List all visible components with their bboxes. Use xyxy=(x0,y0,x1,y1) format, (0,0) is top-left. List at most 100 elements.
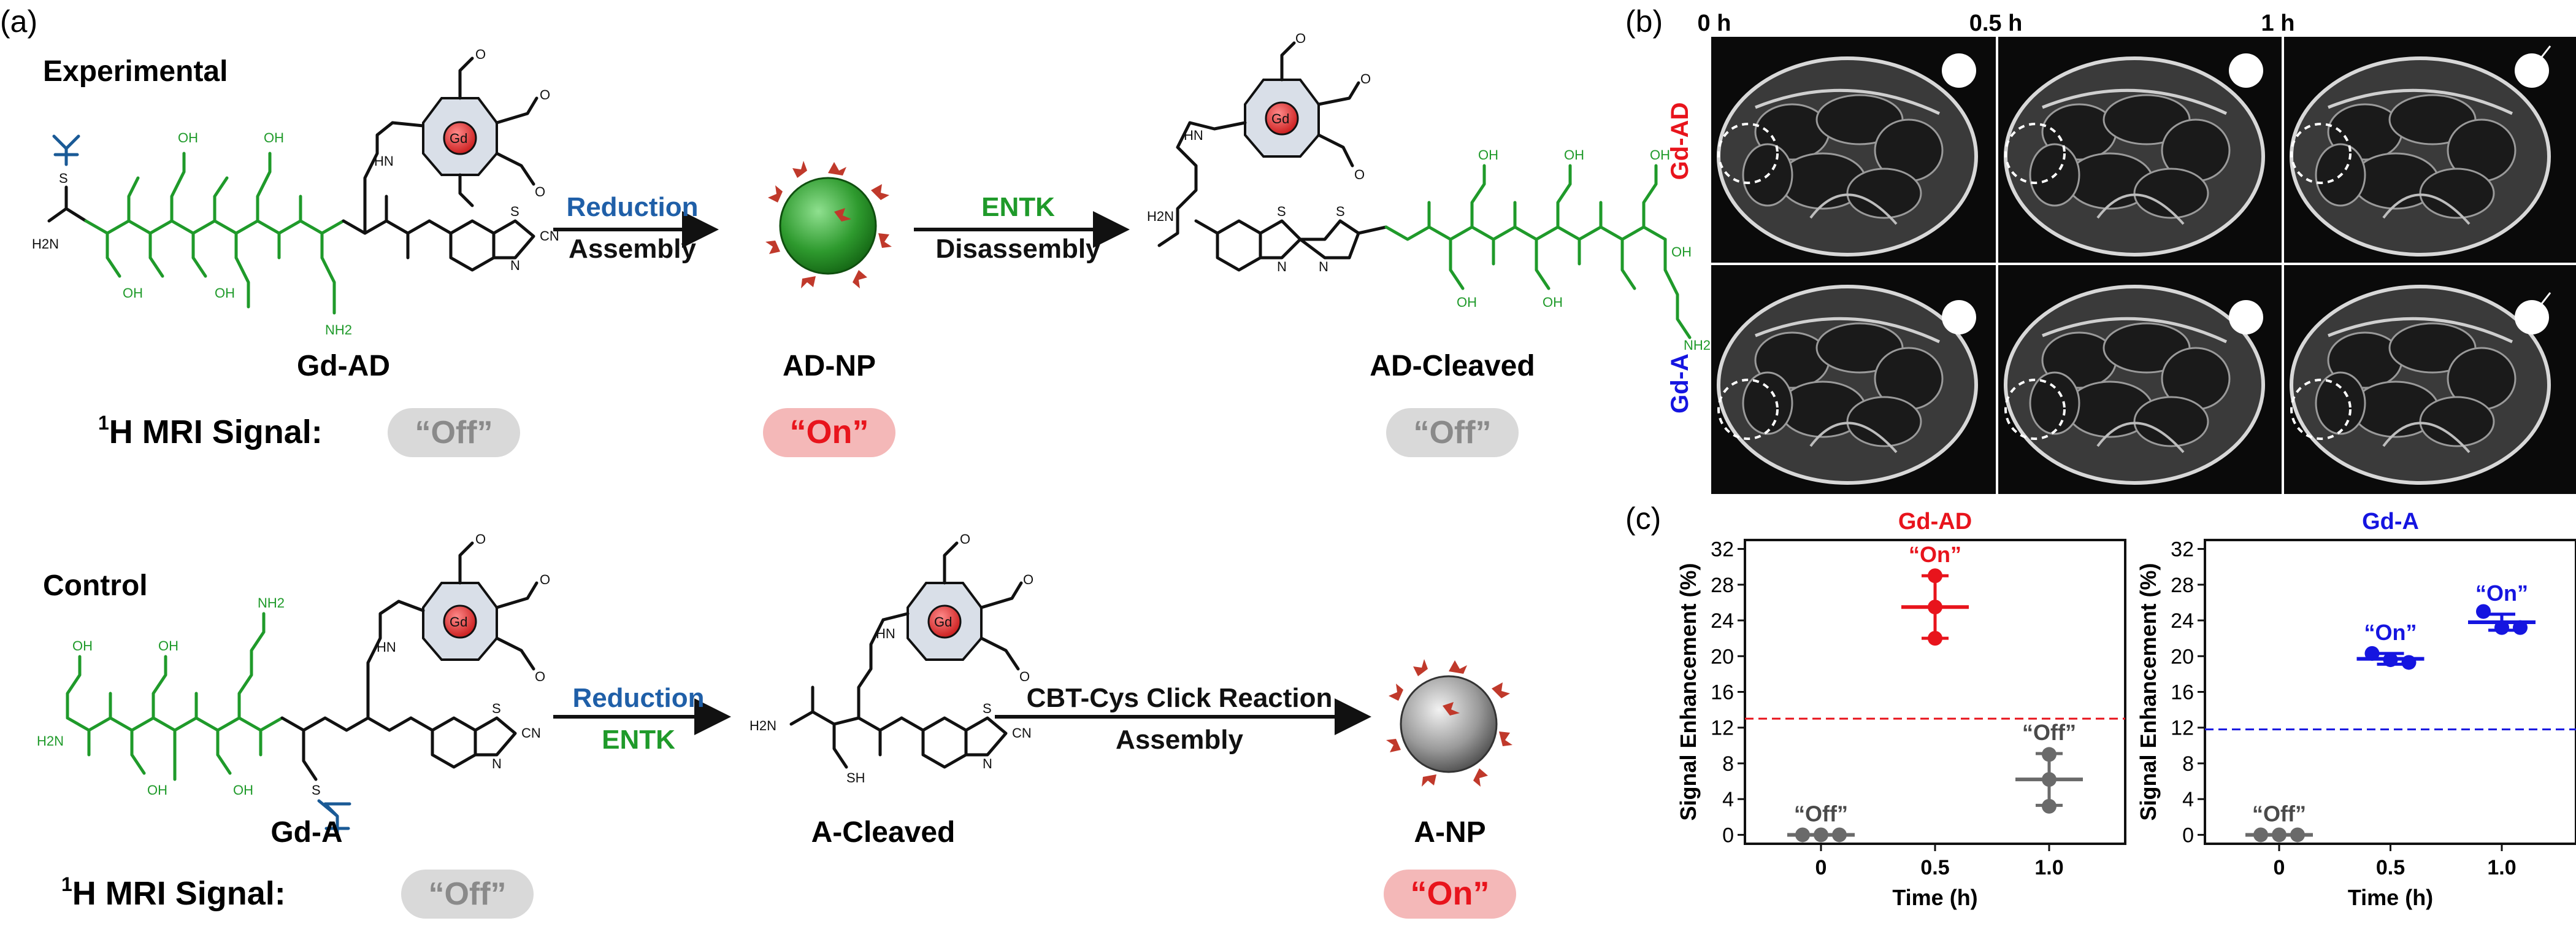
mri-col-05h: 0.5 h xyxy=(1969,10,2023,36)
atom-oh-label: OH xyxy=(1564,147,1584,163)
data-point xyxy=(1928,631,1942,646)
y-tick-label: 24 xyxy=(2171,609,2194,633)
panel-b-label: (b) xyxy=(1625,4,1663,39)
arrow1-top-label: Reduction xyxy=(566,192,698,222)
group-label: “Off” xyxy=(1794,801,1848,826)
a-np-icon xyxy=(1386,659,1512,787)
y-tick-label: 24 xyxy=(1711,609,1734,633)
state-off-3: “Off” xyxy=(1413,415,1491,450)
data-point xyxy=(2476,604,2491,619)
atom-hn-label: HN xyxy=(377,639,396,655)
atom-h2n-label: H2N xyxy=(749,718,776,733)
mri-image xyxy=(1717,45,2551,485)
y-tick-label: 12 xyxy=(2171,717,2194,740)
atom-oh-label: OH xyxy=(147,782,167,798)
atom-s-label: S xyxy=(1277,204,1286,219)
y-tick-label: 8 xyxy=(2182,752,2194,776)
panel-a: (a) Experimental S H2N OH OH OH OH NH2 H… xyxy=(0,4,1711,919)
mri-signal-text: H MRI Signal: xyxy=(72,875,286,912)
data-group: “On” xyxy=(2468,581,2536,635)
data-group: “Off” xyxy=(2245,801,2313,843)
gd-center-icon xyxy=(927,604,962,639)
atom-oh-label: OH xyxy=(264,130,284,145)
atom-o-label: O xyxy=(540,572,550,587)
group-label: “On” xyxy=(2475,581,2528,606)
y-tick-label: 32 xyxy=(1711,538,1734,561)
data-point xyxy=(2513,620,2528,635)
gd-a-structure: OH OH NH2 H2N OH OH S HN S N CN Gd O O O xyxy=(37,531,550,836)
atom-o-label: O xyxy=(475,531,486,547)
group-label: “Off” xyxy=(2022,720,2076,745)
off-badge xyxy=(401,870,534,919)
on-badge xyxy=(763,408,895,457)
compound-a-cleaved: A-Cleaved xyxy=(811,816,956,849)
data-point xyxy=(1832,827,1847,843)
y-tick-label: 20 xyxy=(1711,645,1734,668)
atom-s-label: S xyxy=(312,782,321,798)
group-label: “On” xyxy=(2364,620,2417,645)
data-point xyxy=(1928,600,1942,615)
atom-h2n-label: H2N xyxy=(32,236,59,252)
atom-s-label: S xyxy=(510,204,519,219)
x-tick-label: 0.5 xyxy=(1920,856,1949,879)
gd-ad-structure: S H2N OH OH OH OH NH2 HN S N CN xyxy=(32,47,559,338)
atom-gd-label: Gd xyxy=(450,614,467,630)
atom-s-label: S xyxy=(983,701,992,716)
experimental-heading: Experimental xyxy=(43,55,228,88)
data-point xyxy=(2494,620,2509,635)
ad-np-icon xyxy=(765,161,892,288)
y-tick-label: 28 xyxy=(2171,574,2194,597)
mri-cell xyxy=(1717,285,1978,485)
x-axis-label: Time (h) xyxy=(2348,885,2433,910)
ad-cleaved-structure: Gd O O O HN H2N S N S N OH OH OH OH OH N… xyxy=(1147,31,1711,353)
gd-center-icon xyxy=(1265,101,1299,136)
compound-gd-ad: Gd-AD xyxy=(297,350,390,382)
mri-signal-sup: 1 xyxy=(61,873,72,895)
state-on-2: “On” xyxy=(790,414,869,450)
atom-hn-label: HN xyxy=(876,626,895,641)
gd-center-icon xyxy=(443,121,477,155)
arrow2-top-label: ENTK xyxy=(981,192,1055,222)
atom-n-label: N xyxy=(1319,259,1328,274)
atom-oh-label: OH xyxy=(1650,147,1670,163)
panel-a-label: (a) xyxy=(0,4,37,39)
atom-o-label: O xyxy=(1354,167,1365,182)
mri-signal-text: H MRI Signal: xyxy=(109,414,323,450)
y-tick-label: 32 xyxy=(2171,538,2194,561)
x-tick-label: 0 xyxy=(1815,856,1827,879)
y-tick-label: 12 xyxy=(1711,717,1734,740)
data-point xyxy=(2364,646,2380,661)
atom-o-label: O xyxy=(960,531,970,547)
x-tick-label: 0.5 xyxy=(2376,856,2405,879)
atom-o-label: O xyxy=(1019,669,1030,684)
data-group: “Off” xyxy=(2015,720,2083,814)
atom-o-label: O xyxy=(1360,71,1371,87)
gd-center-icon xyxy=(443,604,477,639)
y-tick-label: 4 xyxy=(2182,788,2194,811)
data-point xyxy=(2290,827,2305,843)
atom-s-label: S xyxy=(1336,204,1345,219)
atom-o-label: O xyxy=(1295,31,1306,46)
mri-col-0h: 0 h xyxy=(1698,10,1731,36)
off-badge xyxy=(1386,408,1519,457)
mri-cell xyxy=(2290,45,2551,257)
control-arrow2-top-label: CBT-Cys Click Reaction xyxy=(1027,683,1333,713)
atom-n-label: N xyxy=(492,756,502,771)
panel-b: (b) 0 h 0.5 h 1 h Gd-AD Gd-A xyxy=(1625,4,2576,494)
x-tick-label: 1.0 xyxy=(2034,856,2063,879)
mri-signal-label: 1H MRI Signal: xyxy=(61,873,286,912)
mri-cell xyxy=(1717,53,1978,257)
atom-oh-label: OH xyxy=(72,638,93,654)
group-label: “On” xyxy=(1909,542,1961,567)
control-heading: Control xyxy=(43,569,148,602)
atom-o-label: O xyxy=(535,184,545,199)
atom-hn-label: HN xyxy=(1184,128,1203,143)
a-cleaved-structure: Gd O O O HN H2N SH S N CN xyxy=(749,531,1033,785)
y-tick-label: 20 xyxy=(2171,645,2194,668)
atom-oh-label: OH xyxy=(1543,295,1563,310)
data-group: “On” xyxy=(2356,620,2425,670)
atom-oh-label: OH xyxy=(1671,244,1692,260)
atom-cn-label: CN xyxy=(521,725,541,741)
mri-col-1h: 1 h xyxy=(2261,10,2295,36)
